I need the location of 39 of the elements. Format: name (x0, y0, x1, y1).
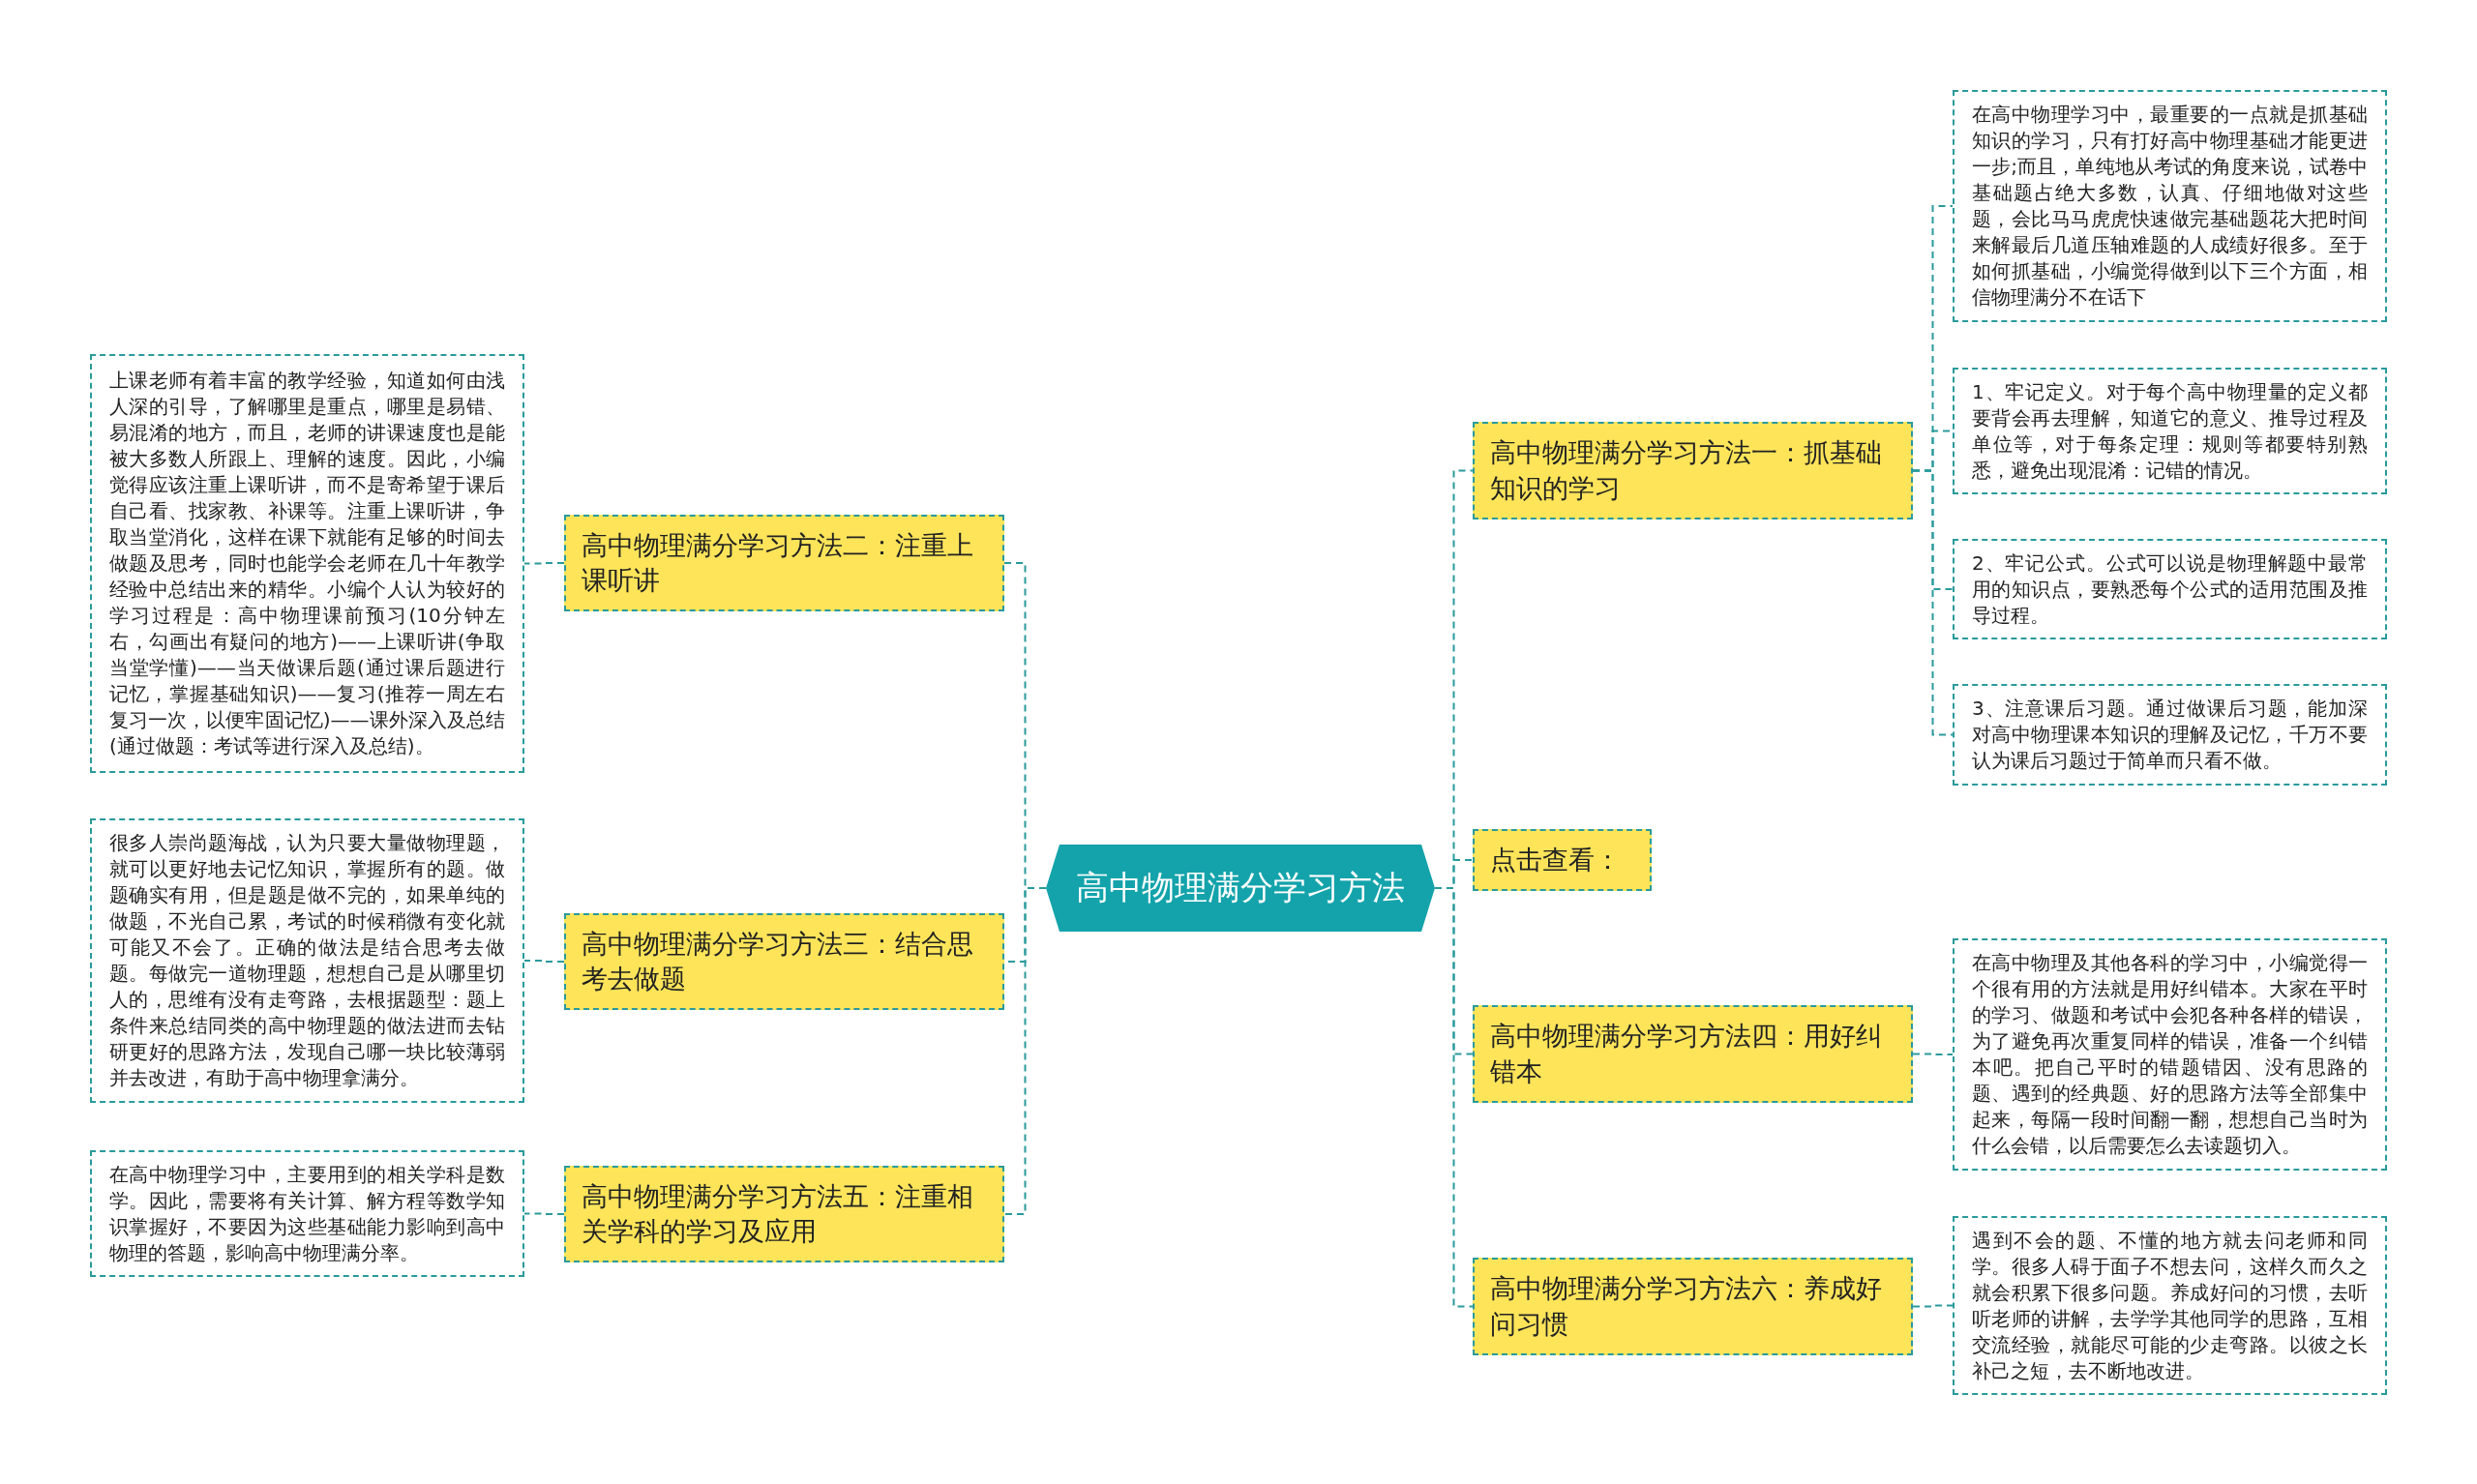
branch-topic (1473, 1005, 1913, 1103)
branch-topic (1473, 422, 1913, 519)
note-box (1953, 368, 2387, 494)
central-topic (1046, 845, 1435, 932)
topic-text: 高中物理满分学习方法五：注重相关学科的学习及应用 (582, 1179, 974, 1248)
topic-text: 高中物理满分学习方法一：抓基础知识的学习 (1490, 436, 1883, 505)
branch-topic (564, 913, 1004, 1010)
note-text: 在高中物理及其他各科的学习中，小编觉得一个很有用的方法就是用好纠错本。大家在平时的学习、做题和考试中会犯各种各样的错误，为了避免再次重复同样的错误，准备一个纠错本吧。把自己平时的错题错因、没有思路的题、遇到的经典题、好的思路方法等全部集中起来，每隔一段时间翻一翻，想想自己当时为什么会错，以后需要怎么去读题切入。 (1972, 950, 2368, 1159)
note-text: 在高中物理学习中，最重要的一点就是抓基础知识的学习，只有打好高中物理基础才能更进一步;而且，单纯地从考试的角度来说，试卷中基础题占绝大多数，认真、仔细地做对这些题，会比马马虎虎快速做完基础题花大把时间来解最后几道压轴难题的人成绩好很多。至于如何抓基础，小编觉得做到以下三个方面，相信物理满分不在话下 (1972, 102, 2368, 311)
topic-text: 高中物理满分学习方法 (1076, 867, 1405, 908)
note-text: 在高中物理学习中，主要用到的相关学科是数学。因此，需要将有关计算、解方程等数学知识掌握好，不要因为这些基础能力影响到高中物理的答题，影响高中物理满分率。 (109, 1161, 505, 1266)
note-text: 3、注意课后习题。通过做课后习题，能加深对高中物理课本知识的理解及记忆，千万不要认为课后习题过于简单而只看不做。 (1972, 696, 2368, 774)
connector-line (1912, 1053, 1954, 1055)
topic-text: 高中物理满分学习方法四：用好纠错本 (1490, 1020, 1883, 1088)
note-text: 很多人崇尚题海战，认为只要大量做物理题，就可以更好地去记忆知识，掌握所有的题。做题确实有用，但是题是做不完的，如果单纯的做题，不光自己累，考试的时候稍微有变化就可能又不会了。正确的做法是结合思考去做题。每做完一道物理题，想想自己是从哪里切人的，思维有没有走弯路，去根据题型：题上条件来总结同类的高中物理题的做法进而去钻研更好的思路方法，发现自己哪一块比较薄弱并去改进，有助于高中物理拿满分。 (109, 830, 505, 1091)
connector-line (523, 562, 565, 565)
connector-line (523, 1212, 565, 1215)
note-text: 1、牢记定义。对于每个高中物理量的定义都要背会再去理解，知道它的意义、推导过程及单位等，对于每条定理：规则等都要特别熟悉，避免出现混淆：记错的情况。 (1972, 378, 2368, 484)
connector-line (1912, 469, 1954, 736)
topic-text: 高中物理满分学习方法二：注重上课听讲 (582, 528, 974, 597)
note-text: 遇到不会的题、不懂的地方就去问老师和同学。很多人碍于面子不想去问，这样久而久之就会积累下很多问题。养成好问的习惯，去听听老师的讲解，去学学其他同学的思路，互相交流经验，就能尽可能的少走弯路。以彼之长补己之短，去不断地改进。 (1972, 1227, 2368, 1384)
note-box (1953, 90, 2387, 322)
note-box (90, 818, 524, 1103)
note-box (1953, 539, 2387, 639)
branch-topic (1473, 1258, 1913, 1355)
note-box (90, 1150, 524, 1277)
note-box (1953, 938, 2387, 1171)
topic-text: 高中物理满分学习方法三：结合思考去做题 (582, 927, 974, 995)
note-box (1953, 684, 2387, 786)
branch-topic (564, 1166, 1004, 1262)
note-text: 上课老师有着丰富的教学经验，知道如何由浅人深的引导，了解哪里是重点，哪里是易错、易混淆的地方，而且，老师的讲课速度也是能被大多数人所跟上、理解的速度。因此，小编觉得应该注重上课听讲，而不是寄希望于课后自己看、找家教、补课等。注重上课听讲，争取当堂消化，这样在课下就能有足够的时间去做题及思考，同时也能学会老师在几十年教学经验中总结出来的精华。小编个人认为较好的学习过程是：高中物理课前预习(10分钟左右，勾画出有疑问的地方)——上课听讲(争取当堂学懂)——当天做课后题(通过课后题进行记忆，掌握基础知识)——复习(推荐一周左右复习一次，以便牢固记忆)——课外深入及总结(通过做题：考试等进行深入及总结)。 (109, 368, 505, 759)
connector-line (1912, 1304, 1954, 1308)
branch-topic (564, 515, 1004, 611)
topic-text: 高中物理满分学习方法六：养成好问习惯 (1490, 1272, 1883, 1341)
topic-text: 点击查看： (1490, 843, 1621, 876)
connector-line (523, 960, 565, 963)
note-box (1953, 1216, 2387, 1395)
branch-topic (1473, 829, 1652, 891)
note-text: 2、牢记公式。公式可以说是物理解题中最常用的知识点，要熟悉每个公式的适用范围及推导过程。 (1972, 549, 2368, 629)
